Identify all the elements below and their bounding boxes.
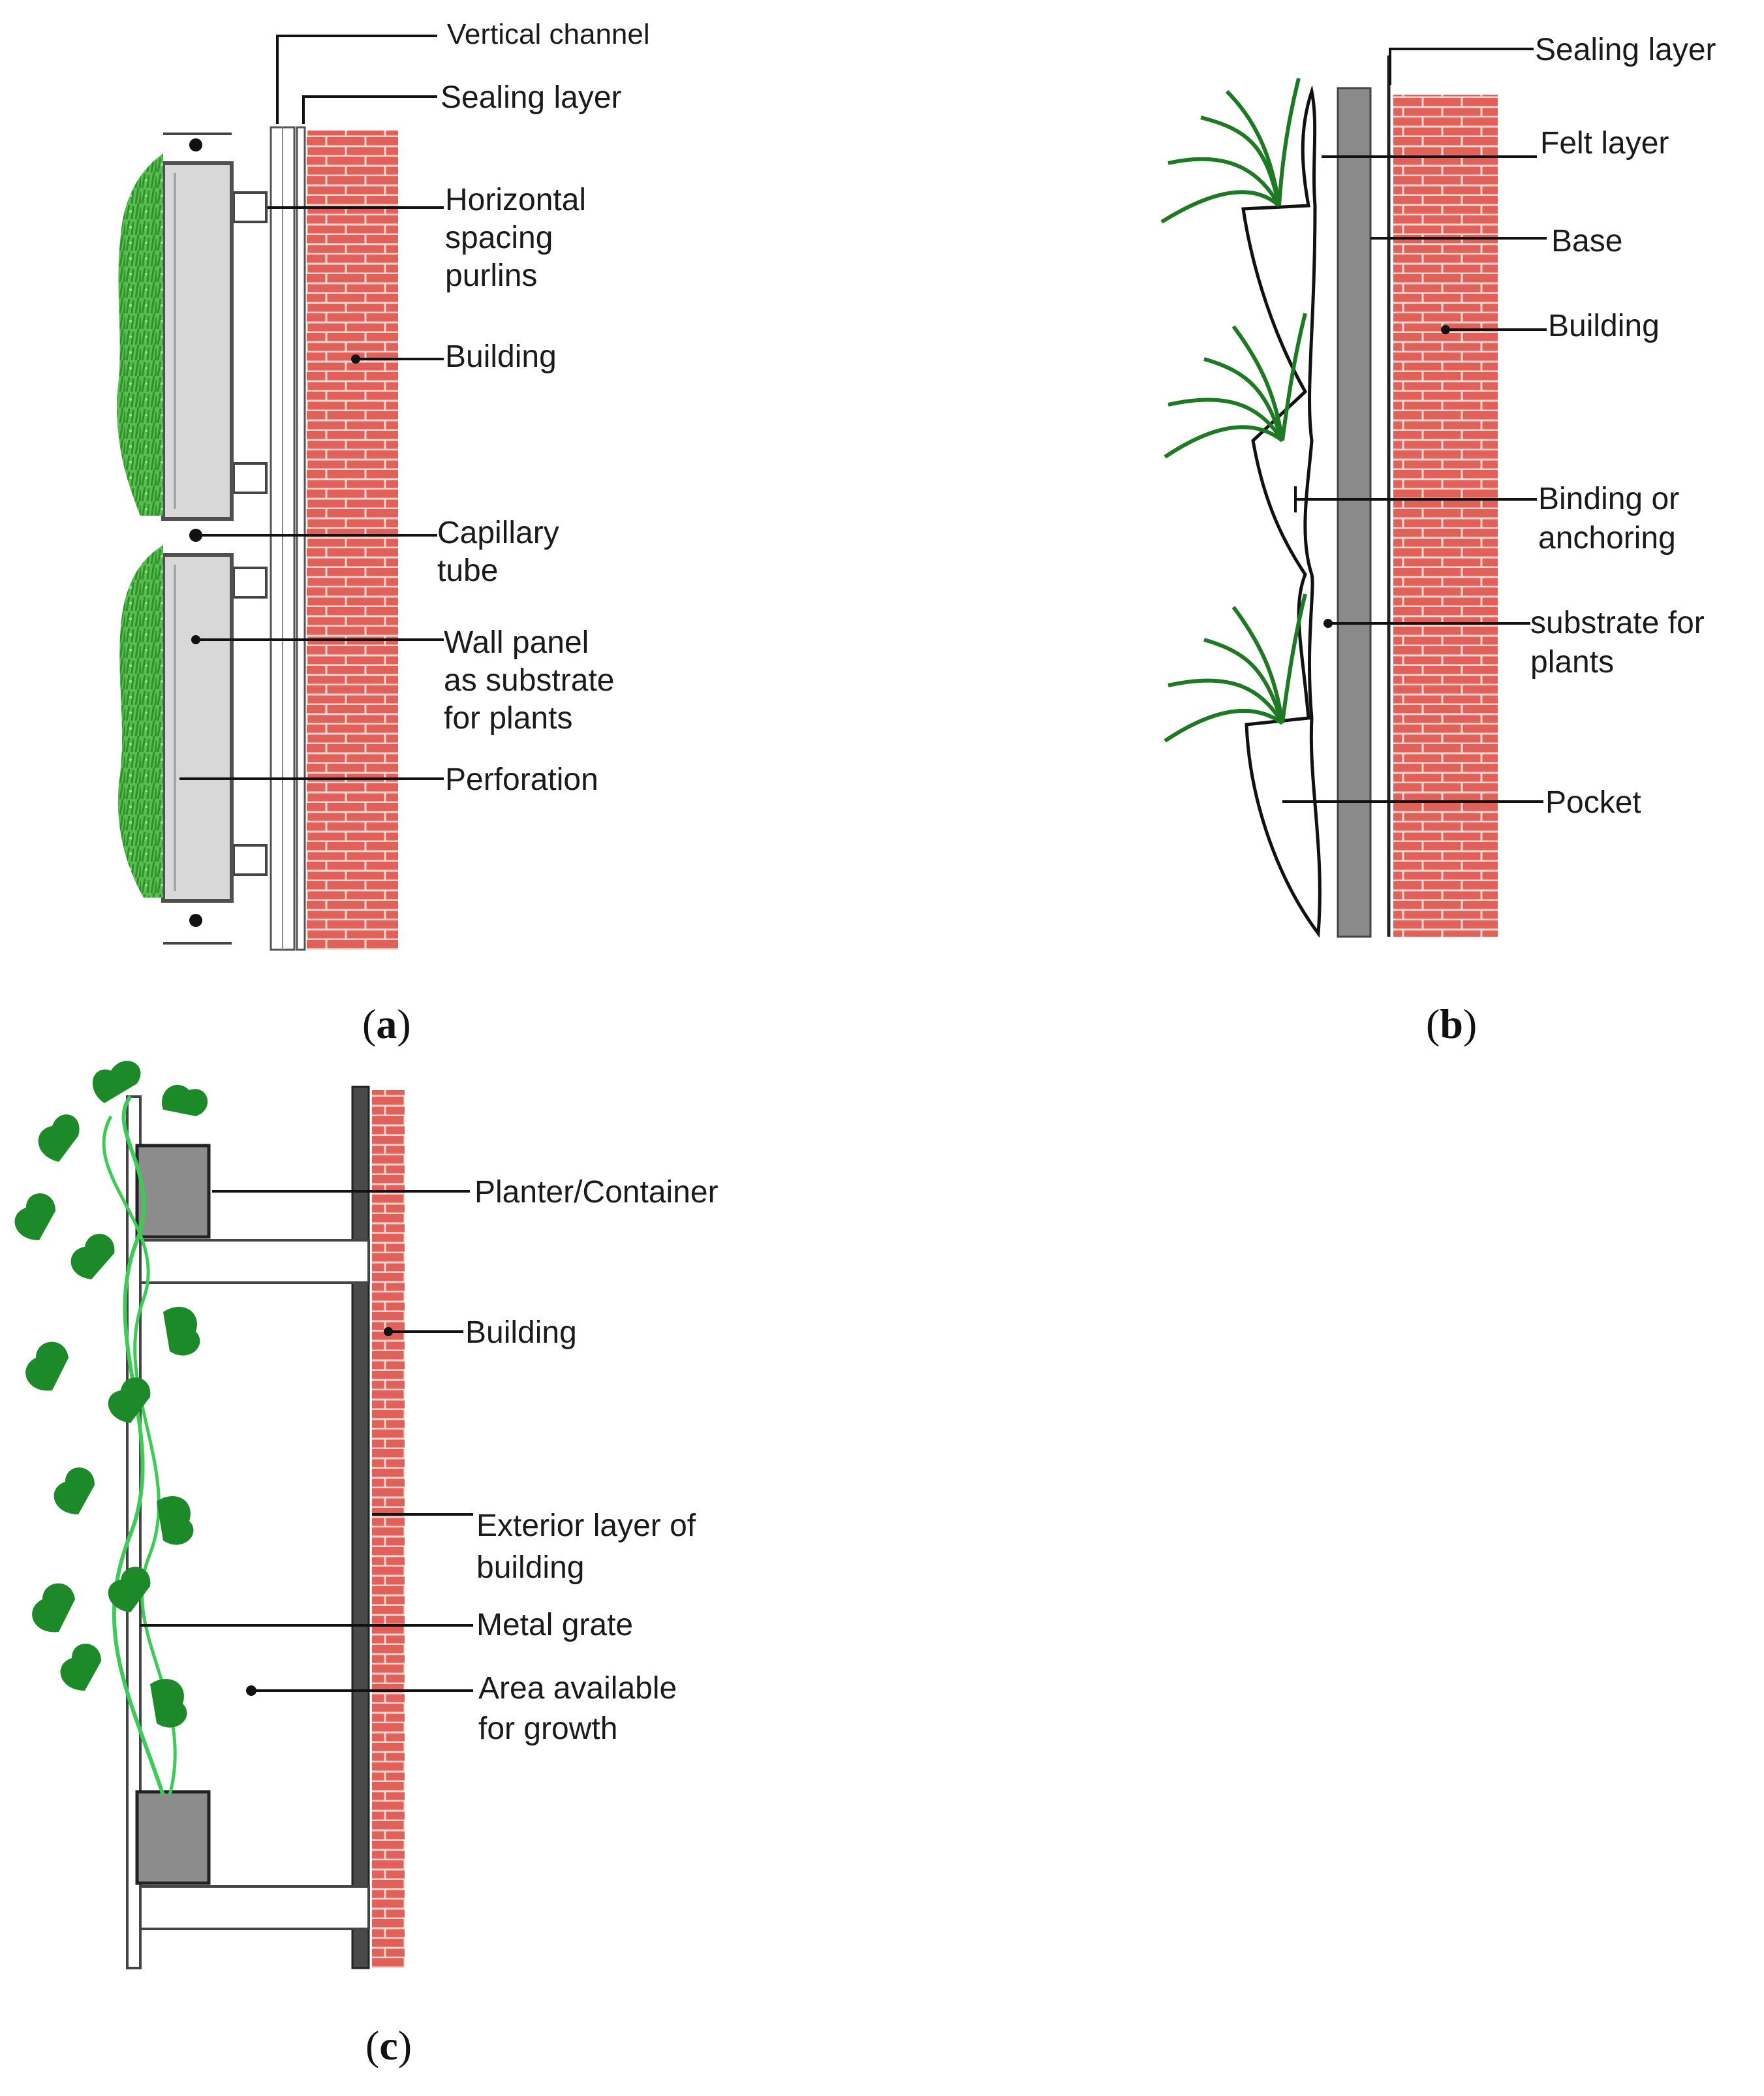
label-sealing-layer-b: Sealing layer (1535, 33, 1716, 67)
label-pocket: Pocket (1545, 785, 1641, 820)
wall-panel-upper (161, 161, 234, 521)
label-wall-panel-line2: as substrate (444, 663, 614, 698)
purlin-3 (232, 567, 268, 599)
purlin-1 (232, 191, 268, 223)
sealing-layer-strip-a (296, 126, 306, 951)
label-perforation: Perforation (445, 762, 598, 797)
label-felt-layer: Felt layer (1540, 126, 1669, 161)
plant-bottom (1164, 593, 1307, 743)
label-building-c: Building (465, 1315, 577, 1350)
label-base: Base (1551, 224, 1622, 258)
grass-lower (117, 545, 163, 898)
planter-upper (135, 1144, 211, 1239)
label-area-line2: for growth (478, 1712, 617, 1746)
label-area-line1: Area available (478, 1671, 677, 1706)
planter-lower (135, 1790, 211, 1885)
climbing-vine (14, 1061, 208, 1796)
base-layer (1337, 87, 1372, 938)
label-binding-line1: Binding or (1538, 482, 1679, 516)
label-planter-container: Planter/Container (474, 1175, 719, 1210)
label-sealing-layer-a: Sealing layer (441, 80, 622, 115)
label-building-a: Building (445, 339, 557, 374)
label-substrate-line1: substrate for (1530, 606, 1705, 640)
caption-a: (a) (362, 1001, 411, 1047)
felt-pockets (1241, 85, 1322, 938)
panel-a: Vertical channel Sealing layer Horizonta… (117, 18, 650, 1047)
caption-c: (c) (365, 2022, 412, 2069)
plant-middle (1164, 313, 1307, 459)
label-capillary-line1: Capillary (437, 516, 559, 550)
grass-upper (117, 153, 163, 516)
purlin-4 (232, 844, 268, 876)
building-brick-wall-b (1393, 95, 1498, 937)
plant-top (1160, 78, 1301, 224)
label-horizontal-line1: Horizontal (445, 183, 586, 217)
label-exterior-line1: Exterior layer of (476, 1509, 696, 1543)
shelf-lower (139, 1885, 370, 1930)
metal-grate-post (126, 1095, 142, 1969)
wall-panel-lower (161, 553, 234, 903)
label-metal-grate: Metal grate (476, 1608, 633, 1642)
building-brick-wall-a (307, 131, 398, 950)
label-horizontal-line3: purlins (445, 258, 537, 293)
label-substrate-line2: plants (1530, 645, 1614, 680)
label-exterior-line2: building (476, 1550, 584, 1585)
exterior-layer (351, 1086, 370, 1969)
panel-c: Planter/Container Building Exterior laye… (14, 1061, 719, 2069)
label-capillary-line2: tube (437, 554, 498, 588)
shelf-upper (139, 1239, 370, 1284)
panel-b: Sealing layer Felt layer Base Building B… (1160, 33, 1716, 1047)
label-wall-panel-line1: Wall panel (444, 625, 589, 660)
label-wall-panel-line3: for plants (444, 701, 572, 736)
label-horizontal-line2: spacing (445, 221, 553, 255)
building-brick-wall-c (372, 1090, 405, 1968)
label-building-b: Building (1548, 309, 1660, 343)
label-binding-line2: anchoring (1538, 521, 1676, 555)
purlin-2 (232, 462, 268, 494)
label-vertical-channel: Vertical channel (447, 18, 650, 50)
caption-b: (b) (1426, 1001, 1477, 1047)
